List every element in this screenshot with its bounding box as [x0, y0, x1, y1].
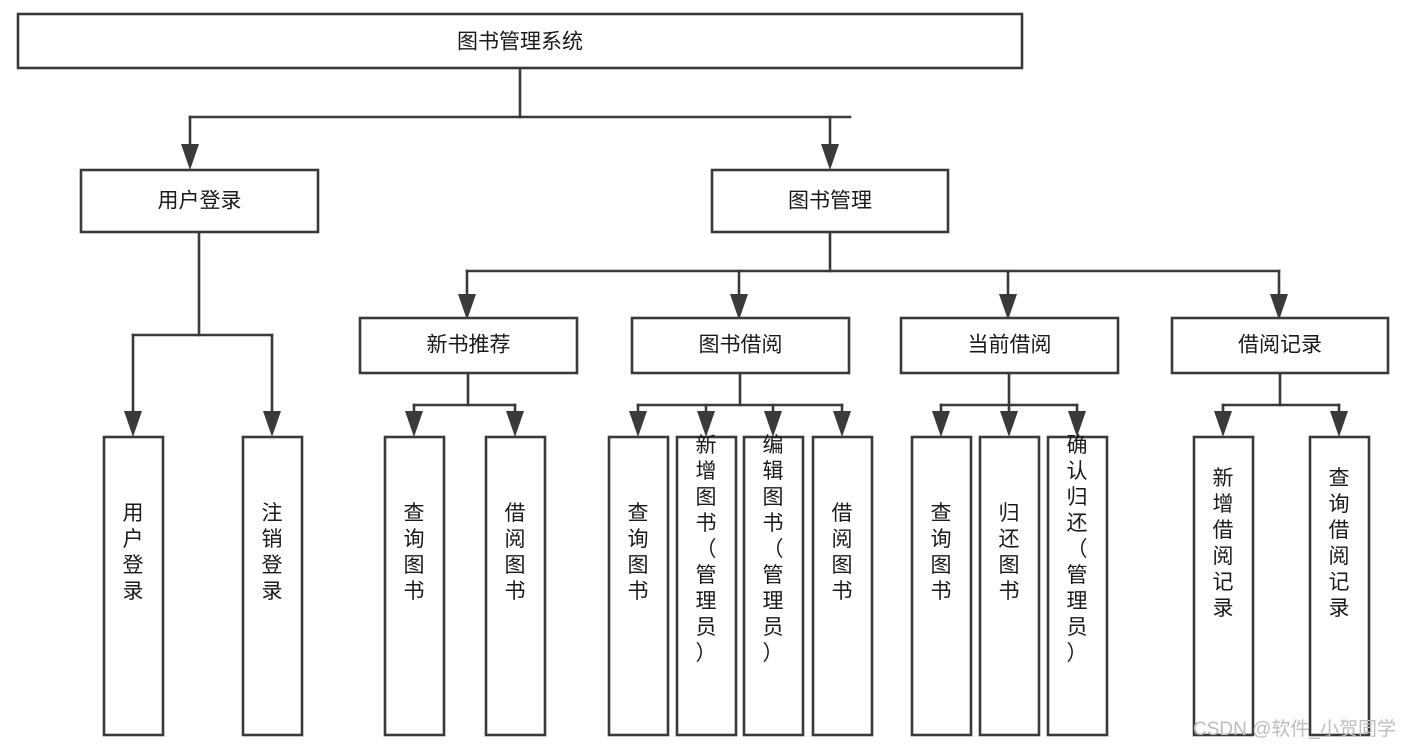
node-root-label: 图书管理系统: [457, 31, 583, 54]
node-leaf-return-book[interactable]: 归还图书: [978, 435, 1041, 737]
node-leaf-add-borrow-record-label: 新增借阅记录: [1213, 467, 1234, 620]
node-leaf-query-book-recommend-label: 查询图书: [404, 502, 425, 603]
node-leaf-confirm-return[interactable]: 确认归还（管理员）: [1046, 434, 1109, 737]
node-user-login-label: 用户登录: [158, 190, 242, 213]
node-leaf-logout-label: 注销登录: [262, 502, 283, 603]
node-leaf-add-book-label: 新增图书（管理员）: [696, 434, 717, 665]
arrow-to-leaf-query-record: [1330, 411, 1348, 437]
connector-group-root-to-level2: [181, 66, 852, 170]
node-leaf-edit-book[interactable]: 编辑图书（管理员）: [742, 434, 805, 737]
node-book-management-label: 图书管理: [788, 190, 872, 213]
arrow-to-leaf-borrow-book-1: [506, 411, 524, 437]
arrow-to-current-borrow: [999, 294, 1017, 320]
node-leaf-query-book-borrow-label: 查询图书: [628, 502, 649, 603]
arrow-to-leaf-query-book-1: [405, 411, 423, 437]
arrow-to-leaf-return-book: [1000, 411, 1018, 437]
node-leaf-confirm-return-label: 确认归还（管理员）: [1067, 434, 1088, 665]
arrow-to-leaf-add-record: [1214, 411, 1232, 437]
arrow-to-user-login: [181, 144, 199, 170]
watermark-label: CSDN @软件_小贺同学: [1193, 718, 1396, 740]
node-leaf-borrow-book-label: 借阅图书: [832, 502, 853, 603]
node-new-book-recommend[interactable]: 新书推荐: [358, 316, 579, 375]
arrow-to-leaf-query-book-3: [932, 411, 950, 437]
arrow-to-leaf-user-login: [124, 411, 142, 437]
node-leaf-query-borrow-record-label: 查询借阅记录: [1329, 467, 1350, 620]
node-leaf-add-book[interactable]: 新增图书（管理员）: [675, 434, 738, 737]
node-leaf-borrow-book-recommend-label: 借阅图书: [505, 502, 526, 603]
node-current-borrow[interactable]: 当前借阅: [899, 316, 1120, 375]
node-leaf-edit-book-label: 编辑图书（管理员）: [763, 434, 784, 665]
connector-group-userlogin-to-leaves: [124, 230, 281, 437]
node-borrow-record-label: 借阅记录: [1238, 334, 1322, 357]
node-book-borrow-label: 图书借阅: [699, 334, 783, 357]
node-leaf-user-login-label: 用户登录: [123, 502, 144, 603]
node-root-book-management-system[interactable]: 图书管理系统: [16, 12, 1024, 70]
node-borrow-record[interactable]: 借阅记录: [1170, 316, 1390, 375]
node-leaf-query-book-borrow[interactable]: 查询图书: [607, 435, 670, 737]
arrow-to-book-manage: [821, 144, 839, 170]
node-leaf-logout[interactable]: 注销登录: [241, 435, 304, 737]
node-leaf-query-book-recommend[interactable]: 查询图书: [383, 435, 446, 737]
node-leaf-query-book-current-label: 查询图书: [931, 502, 952, 603]
node-leaf-query-borrow-record[interactable]: 查询借阅记录: [1308, 435, 1371, 737]
node-current-borrow-label: 当前借阅: [968, 334, 1052, 357]
connector-group-currentborrow-to-leaves: [932, 371, 1086, 437]
connector-group-bookmanage-to-level3: [458, 230, 1288, 320]
arrow-to-leaf-logout: [263, 411, 281, 437]
node-user-login[interactable]: 用户登录: [79, 168, 320, 234]
node-book-management[interactable]: 图书管理: [710, 168, 950, 234]
node-leaf-add-borrow-record[interactable]: 新增借阅记录: [1192, 435, 1255, 737]
connector-group-newbook-to-leaves: [405, 371, 524, 437]
arrow-to-leaf-query-book-2: [629, 411, 647, 437]
connector-group-borrowrecord-to-leaves: [1214, 371, 1348, 437]
node-leaf-borrow-book[interactable]: 借阅图书: [811, 435, 874, 737]
node-new-book-recommend-label: 新书推荐: [427, 334, 511, 357]
arrow-to-book-borrow: [730, 294, 748, 320]
node-leaf-borrow-book-recommend[interactable]: 借阅图书: [484, 435, 547, 737]
node-leaf-query-book-current[interactable]: 查询图书: [910, 435, 973, 737]
arrow-to-borrow-record: [1270, 294, 1288, 320]
node-book-borrow[interactable]: 图书借阅: [630, 316, 851, 375]
connector-group-bookborrow-to-leaves: [629, 371, 851, 437]
arrow-to-new-book-recommend: [458, 294, 476, 320]
arrow-to-leaf-borrow-book-2: [833, 411, 851, 437]
node-leaf-return-book-label: 归还图书: [999, 502, 1020, 603]
node-leaf-user-login[interactable]: 用户登录: [102, 435, 165, 737]
